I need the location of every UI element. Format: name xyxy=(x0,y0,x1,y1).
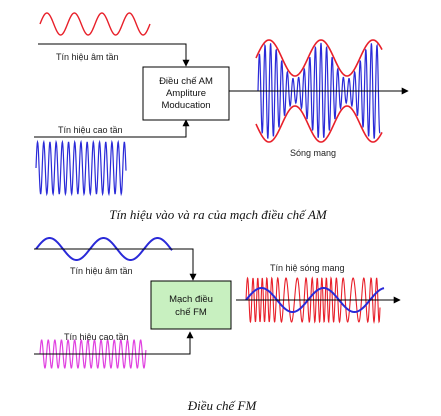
fm-box-line-2: chế FM xyxy=(175,307,207,318)
fm-audio-connector xyxy=(34,248,197,281)
fm-audio-label: Tín hiệu âm tần xyxy=(70,266,133,276)
am-carrier-label: Tín hiệu cao tần xyxy=(58,125,123,135)
am-audio-label: Tín hiệu âm tần xyxy=(56,52,119,62)
am-carrier-wave xyxy=(35,139,127,197)
am-box-line-2: Ampliture xyxy=(166,88,206,99)
am-modulator-box xyxy=(142,66,230,121)
am-caption: Tín hiệu vào và ra của mạch điều chế AM xyxy=(109,207,328,222)
fm-carrier-wave xyxy=(39,339,147,369)
fm-output-carrier-wave xyxy=(245,276,381,325)
am-carrier-connector xyxy=(34,119,190,138)
am-audio-connector xyxy=(38,43,190,67)
fm-section: Mạch điều chế FM Tín hiệu âm tần Tín hiệ… xyxy=(34,236,401,413)
fm-audio-wave xyxy=(35,236,173,262)
am-output-label: Sóng mang xyxy=(290,148,336,158)
fm-carrier-connector xyxy=(34,331,194,355)
am-output-carrier-wave xyxy=(257,42,381,139)
am-box-line-1: Điều chế AM xyxy=(159,76,213,87)
am-audio-wave xyxy=(39,12,151,36)
am-section: Điều chế AM Ampliture Moducation Tín hiệ… xyxy=(34,12,409,222)
fm-carrier-label: Tín hiệu cao tần xyxy=(64,332,129,342)
fm-modulator-box xyxy=(150,280,232,330)
fm-output-audio-wave xyxy=(245,286,385,314)
fm-caption: Điều chế FM xyxy=(187,398,258,413)
am-envelope-bottom xyxy=(255,105,383,143)
am-box-line-3: Moducation xyxy=(161,100,210,111)
fm-output-label: Tín hiệ sóng mang xyxy=(270,263,345,273)
fm-box-line-1: Mạch điều xyxy=(169,294,213,305)
am-envelope-top xyxy=(255,39,383,77)
